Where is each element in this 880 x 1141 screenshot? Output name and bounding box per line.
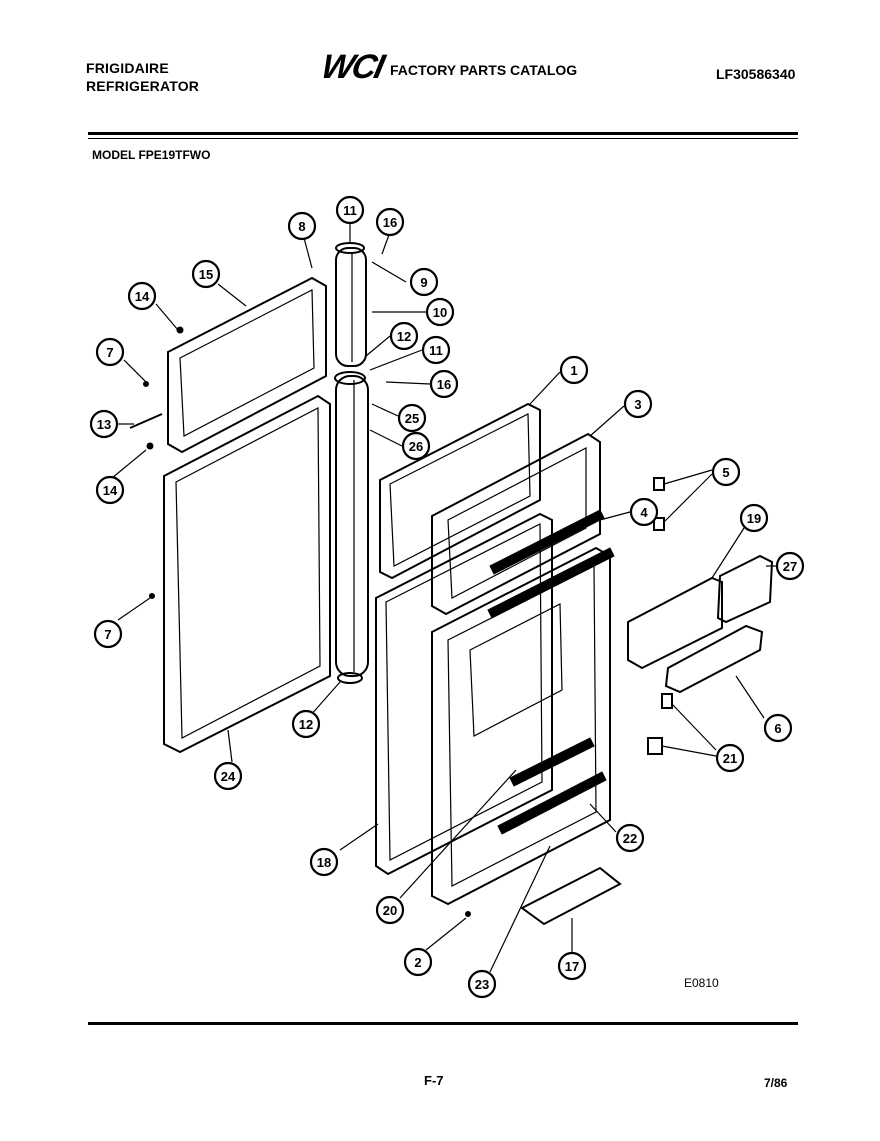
drawing-code: E0810 xyxy=(684,976,719,990)
callout-14-bottom: 14 xyxy=(95,475,125,505)
callout-16-top: 16 xyxy=(375,207,405,237)
callouts: 11 16 8 15 14 7 13 14 7 9 10 12 11 16 25… xyxy=(89,195,805,999)
svg-text:9: 9 xyxy=(420,275,427,290)
svg-text:14: 14 xyxy=(135,289,150,304)
callout-25: 25 xyxy=(397,403,427,433)
callout-21: 21 xyxy=(715,743,745,773)
fresh-food-door-frame xyxy=(163,394,331,754)
page-number: F-7 xyxy=(424,1073,444,1088)
callout-22: 22 xyxy=(615,823,645,853)
catalog-number: LF30586340 xyxy=(716,66,796,82)
brand-name: FRIGIDAIRE xyxy=(86,60,169,76)
svg-text:12: 12 xyxy=(397,329,411,344)
model-label: MODEL FPE19TFWO xyxy=(92,148,211,162)
svg-text:7: 7 xyxy=(106,345,113,360)
svg-text:19: 19 xyxy=(747,511,761,526)
callout-6: 6 xyxy=(763,713,793,743)
fresh-food-liner xyxy=(431,546,615,906)
callout-1: 1 xyxy=(559,355,589,385)
svg-text:1: 1 xyxy=(570,363,577,378)
callout-14-top: 14 xyxy=(127,281,157,311)
callout-7-bottom: 7 xyxy=(93,619,123,649)
svg-text:16: 16 xyxy=(383,215,397,230)
freezer-liner xyxy=(431,432,605,616)
upper-handle xyxy=(335,242,367,367)
header-rule xyxy=(88,132,798,135)
svg-text:21: 21 xyxy=(723,751,737,766)
callout-17: 17 xyxy=(557,951,587,981)
callout-18: 18 xyxy=(309,847,339,877)
catalog-title: FACTORY PARTS CATALOG xyxy=(390,62,578,78)
svg-text:23: 23 xyxy=(475,977,489,992)
svg-text:10: 10 xyxy=(433,305,447,320)
svg-text:18: 18 xyxy=(317,855,331,870)
lower-handle xyxy=(334,371,369,684)
callout-19: 19 xyxy=(739,503,769,533)
svg-text:4: 4 xyxy=(640,505,648,520)
callout-15: 15 xyxy=(191,259,221,289)
svg-text:27: 27 xyxy=(783,559,797,574)
callout-13: 13 xyxy=(89,409,119,439)
svg-text:5: 5 xyxy=(722,465,729,480)
svg-text:3: 3 xyxy=(634,397,641,412)
callout-12-top: 12 xyxy=(389,321,419,351)
callout-10: 10 xyxy=(425,297,455,327)
fresh-food-gasket xyxy=(375,512,553,876)
callout-23: 23 xyxy=(467,969,497,999)
svg-text:24: 24 xyxy=(221,769,236,784)
svg-text:20: 20 xyxy=(383,903,397,918)
callout-5: 5 xyxy=(711,457,741,487)
freezer-gasket xyxy=(379,402,541,580)
callout-16-mid: 16 xyxy=(429,369,459,399)
footer-rule xyxy=(88,1022,798,1025)
callout-7-top: 7 xyxy=(95,337,125,367)
svg-text:2: 2 xyxy=(414,955,421,970)
svg-text:17: 17 xyxy=(565,959,579,974)
callout-24: 24 xyxy=(213,761,243,791)
svg-text:22: 22 xyxy=(623,831,637,846)
callout-4: 4 xyxy=(629,497,659,527)
svg-text:25: 25 xyxy=(405,411,419,426)
svg-text:15: 15 xyxy=(199,267,213,282)
svg-text:11: 11 xyxy=(343,203,357,218)
svg-text:14: 14 xyxy=(103,483,118,498)
callout-26: 26 xyxy=(401,431,431,461)
svg-text:26: 26 xyxy=(409,439,423,454)
freezer-door-frame xyxy=(167,276,327,454)
callout-11-mid: 11 xyxy=(421,335,451,365)
leader-lines xyxy=(111,222,776,973)
callout-9: 9 xyxy=(409,267,439,297)
callout-20: 20 xyxy=(375,895,405,925)
callout-3: 3 xyxy=(623,389,653,419)
svg-text:16: 16 xyxy=(437,377,451,392)
svg-text:13: 13 xyxy=(97,417,111,432)
product-type: REFRIGERATOR xyxy=(86,78,200,94)
svg-text:11: 11 xyxy=(429,343,443,358)
svg-text:7: 7 xyxy=(104,627,111,642)
egg-tray xyxy=(520,866,622,926)
catalog-date: 7/86 xyxy=(764,1076,788,1090)
header-rule-thin xyxy=(88,138,798,139)
callout-27: 27 xyxy=(775,551,805,581)
callout-2: 2 xyxy=(403,947,433,977)
svg-text:12: 12 xyxy=(299,717,313,732)
door-bins xyxy=(627,554,774,694)
svg-text:6: 6 xyxy=(774,721,781,736)
svg-text:8: 8 xyxy=(298,219,305,234)
callout-11-top: 11 xyxy=(335,195,365,225)
callout-12-bottom: 12 xyxy=(291,709,321,739)
callout-8: 8 xyxy=(287,211,317,241)
